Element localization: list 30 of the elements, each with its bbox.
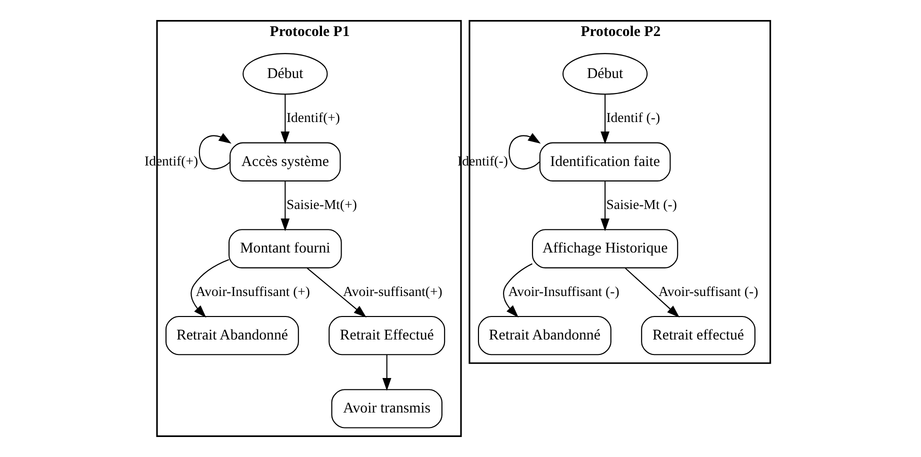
arrow bbox=[600, 94, 609, 144]
arrow bbox=[624, 268, 680, 318]
node-box: Retrait Abandonné bbox=[164, 316, 298, 356]
edge-label: Saisie-Mt (-) bbox=[606, 196, 676, 212]
arrow bbox=[280, 94, 290, 144]
node-box: Affichage Historique bbox=[531, 229, 678, 268]
edge-label: Saisie-Mt(+) bbox=[286, 196, 356, 212]
node-box: Avoir transmis bbox=[330, 389, 442, 428]
arrow bbox=[280, 181, 290, 232]
arrow bbox=[198, 133, 231, 170]
edge-label: Avoir-Insuffisant (-) bbox=[508, 284, 619, 299]
node-box: Retrait Effectué bbox=[328, 316, 445, 356]
edge-label: Avoir-Insuffisant (+) bbox=[195, 284, 310, 299]
arrow bbox=[382, 354, 391, 391]
edge-label: Identif(+) bbox=[286, 110, 340, 126]
arrow bbox=[508, 133, 540, 170]
arrow bbox=[600, 181, 609, 232]
arrow bbox=[190, 259, 229, 318]
node-box: Montant fourni bbox=[228, 229, 342, 268]
node-box: Retrait effectué bbox=[640, 316, 755, 356]
node-ellipse: Début bbox=[242, 53, 328, 95]
edge-label: Avoir-suffisant(+) bbox=[342, 284, 442, 299]
edge-label: Avoir-suffisant (-) bbox=[658, 284, 758, 299]
node-box: Retrait Abandonné bbox=[477, 316, 611, 356]
edge-label: Identif (-) bbox=[606, 110, 660, 126]
arrow bbox=[502, 263, 532, 318]
node-box: Identification faite bbox=[538, 142, 670, 182]
node-ellipse: Début bbox=[562, 53, 648, 95]
arrow bbox=[306, 268, 366, 318]
node-box: Accès système bbox=[229, 142, 340, 182]
